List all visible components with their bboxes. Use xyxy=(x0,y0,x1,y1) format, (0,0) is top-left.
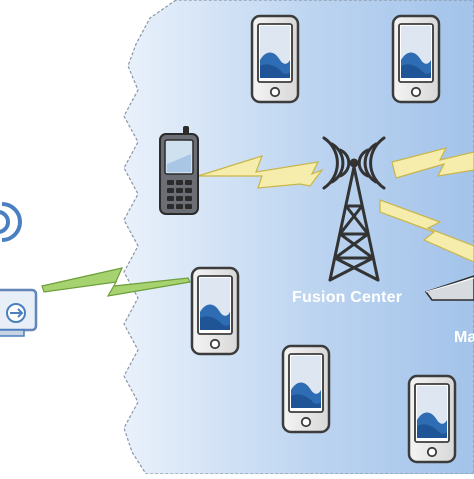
feature-phone-left xyxy=(159,126,199,215)
external-monitor-device xyxy=(0,202,38,337)
smartphone-middle-left xyxy=(190,266,240,356)
laptop-partial xyxy=(424,275,474,301)
wireless-link-upper-right xyxy=(391,147,474,179)
wireless-link-external xyxy=(41,267,191,297)
fusion-center-label: Fusion Center xyxy=(292,289,403,306)
fusion-center-tower xyxy=(322,136,386,282)
partial-device-label: Ma xyxy=(454,329,474,346)
network-region xyxy=(123,0,474,475)
wireless-link-lower-right xyxy=(379,199,474,263)
smartphone-bottom-center xyxy=(281,344,331,434)
smartphone-bottom-right xyxy=(407,374,457,464)
smartphone-top-left xyxy=(250,14,300,104)
smartphone-top-right xyxy=(391,14,441,104)
wireless-link-feature-phone xyxy=(197,155,324,189)
